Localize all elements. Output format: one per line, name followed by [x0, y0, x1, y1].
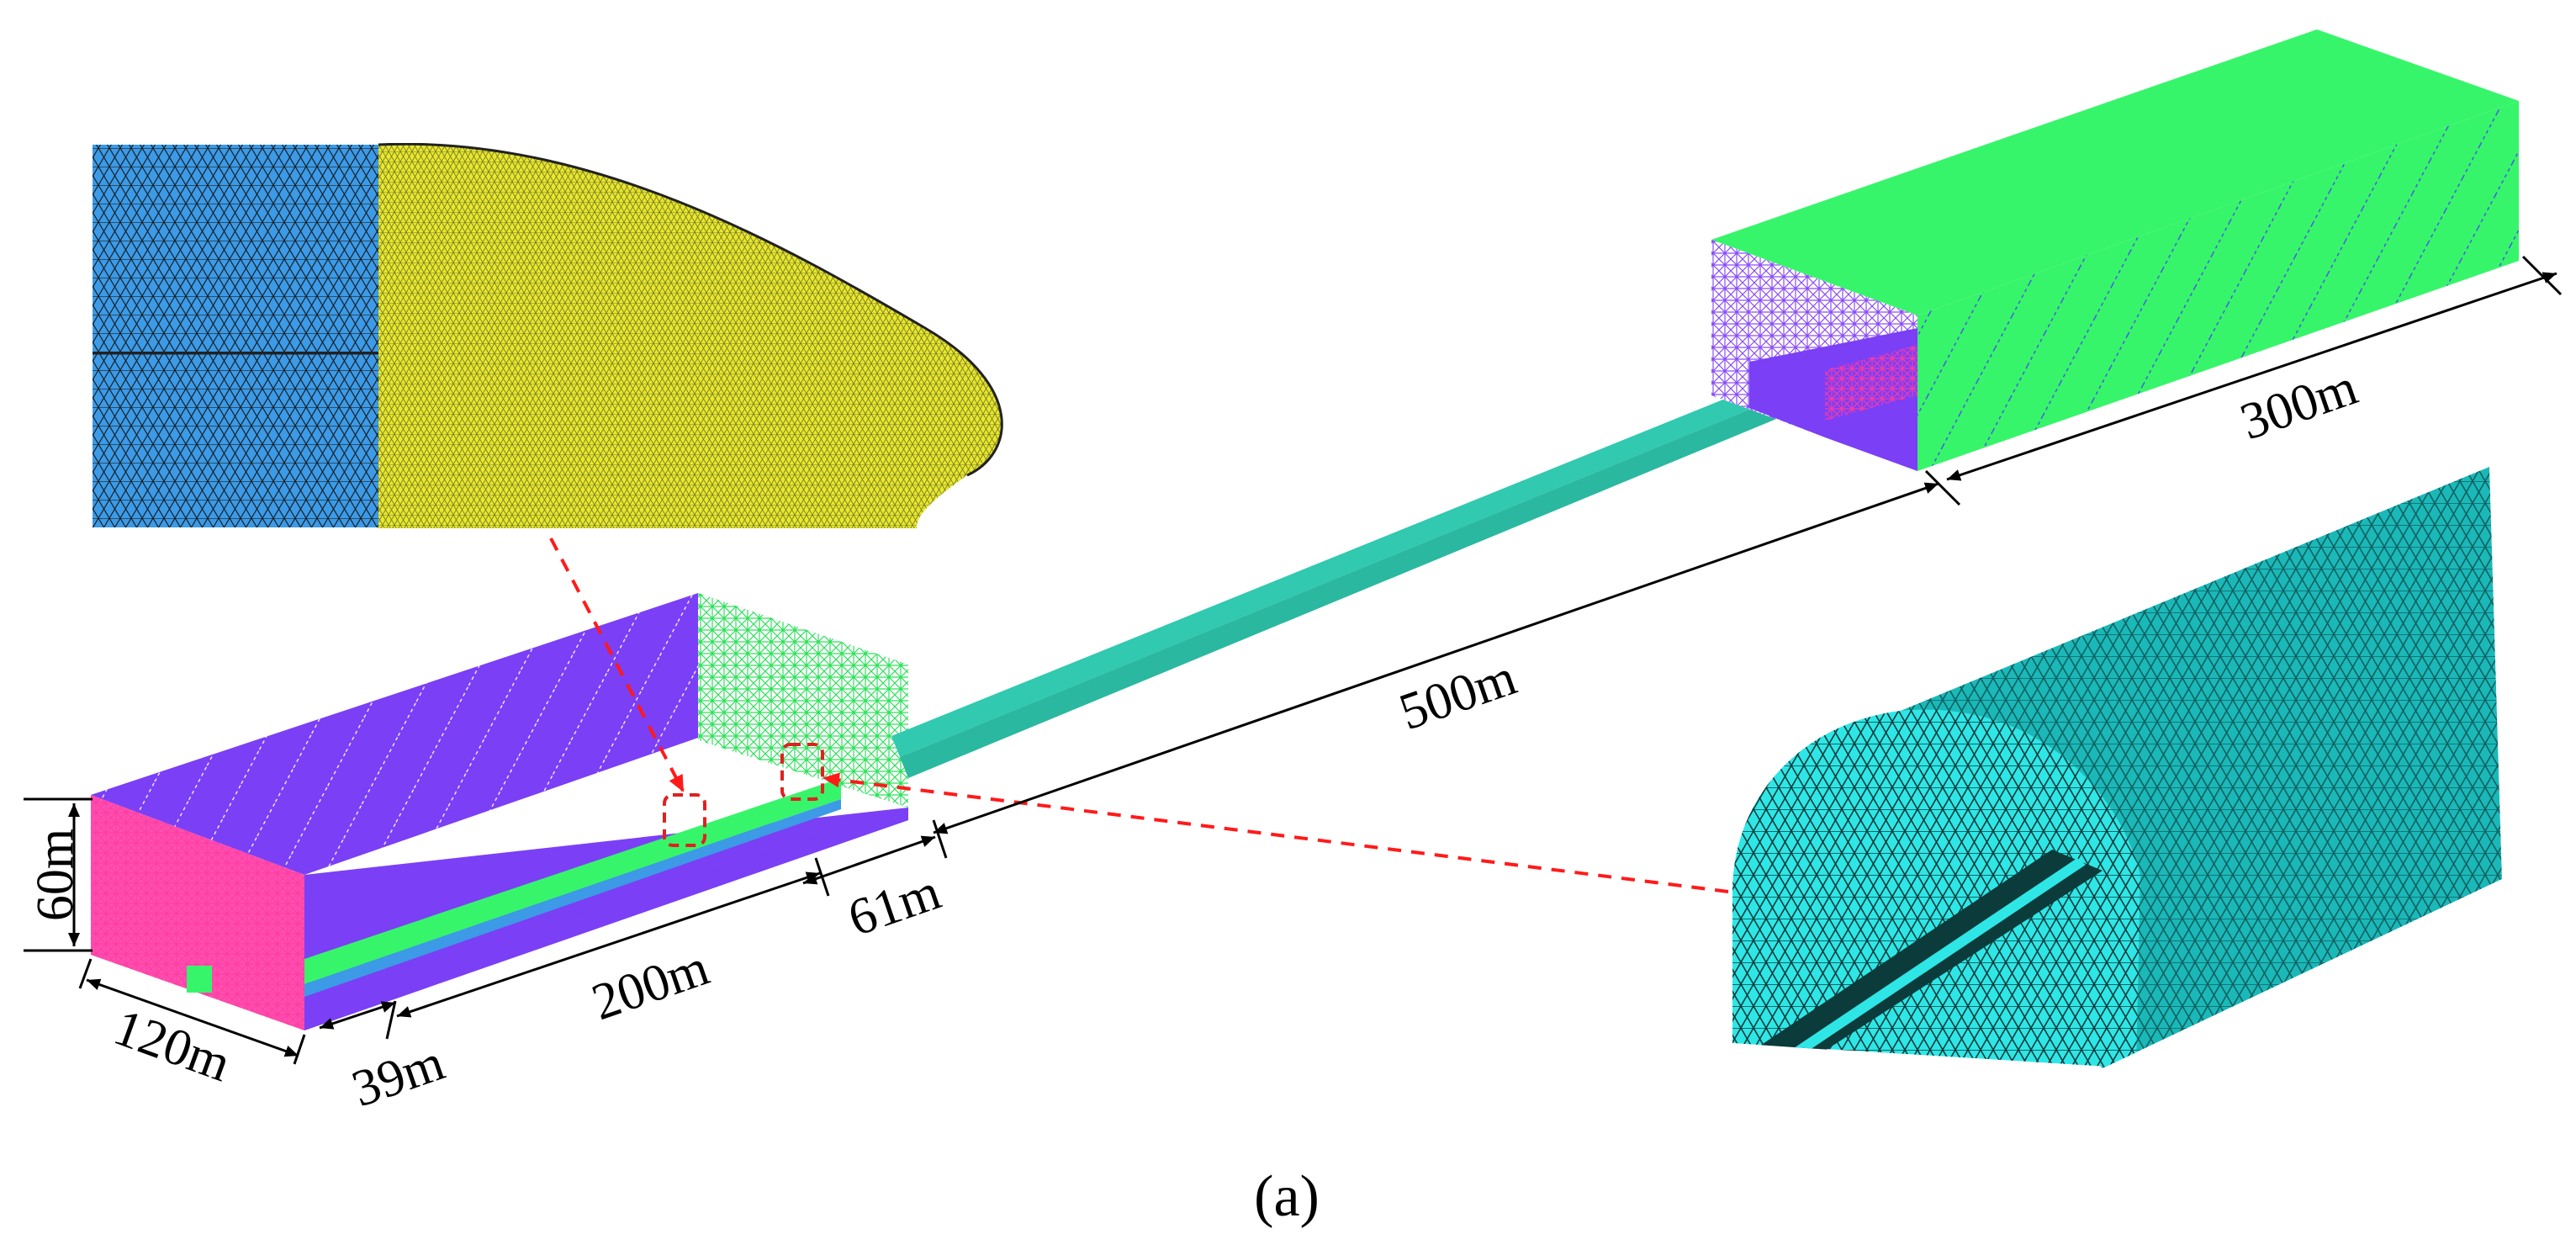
dim-width-left-label: 120m [107, 998, 238, 1093]
dimension-lines [24, 255, 2563, 1065]
dim-300-label: 300m [2234, 358, 2365, 451]
train-callout-arrow [549, 538, 685, 792]
dim-width-left-line [86, 978, 299, 1057]
tunnel-callout-arrow [823, 772, 1729, 893]
dim-200-line [396, 871, 821, 1018]
tunnel-top [891, 362, 1825, 757]
left-domain-box [91, 593, 908, 1030]
dim-height-left-label: 60m [27, 829, 84, 921]
dim-200-label: 200m [585, 939, 717, 1031]
tunnel-section-mesh-inset [1732, 467, 2502, 1068]
right-domain-box [1711, 29, 2519, 471]
dim-39-label: 39m [345, 1034, 451, 1118]
dim-61-label: 61m [841, 863, 947, 947]
dim-500-label: 500m [1393, 649, 1524, 741]
tunnel-callout-box [780, 743, 824, 801]
dim-61-line [802, 835, 936, 885]
train-callout-box [663, 793, 706, 847]
dim-300-line [1946, 272, 2557, 481]
train-nose-mesh-inset [93, 143, 1003, 528]
right-domain-top-face [1711, 29, 2519, 315]
dim-500-line [933, 482, 1939, 834]
dim-39-line [319, 1001, 396, 1030]
left-domain-train-front [187, 966, 212, 993]
figure-caption: (a) [1254, 1164, 1320, 1229]
